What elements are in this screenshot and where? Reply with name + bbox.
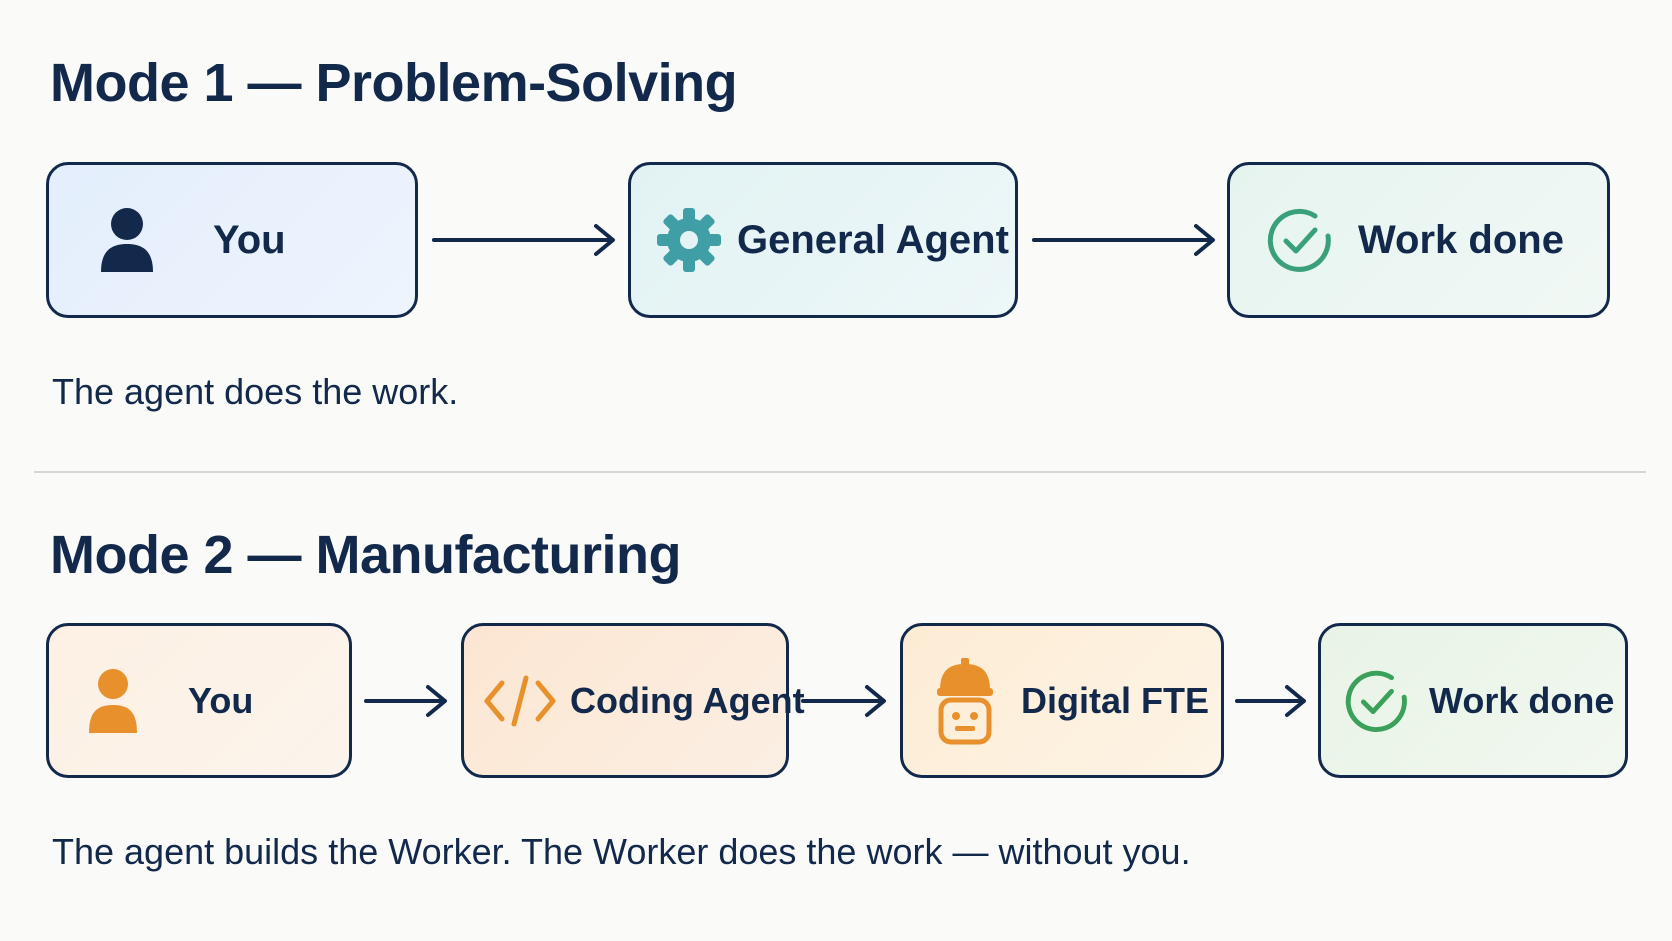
mode1-node-work-done-label: Work done bbox=[1358, 218, 1564, 262]
arrow-right-icon bbox=[364, 685, 447, 717]
mode2-node-digital-fte: Digital FTE bbox=[900, 623, 1224, 778]
mode2-title: Mode 2 — Manufacturing bbox=[50, 525, 682, 585]
mode2-node-coding-agent: Coding Agent bbox=[461, 623, 805, 778]
mode2-node-digital-fte-label: Digital FTE bbox=[1021, 679, 1209, 721]
mode1-title: Mode 1 — Problem-Solving bbox=[50, 53, 738, 113]
arrow-right-icon bbox=[801, 685, 886, 717]
gear-icon bbox=[653, 207, 725, 273]
mode2-node-work-done-label: Work done bbox=[1429, 679, 1615, 721]
mode2-node-coding-agent-label: Coding Agent bbox=[570, 679, 805, 721]
check-circle-icon bbox=[1343, 668, 1409, 734]
arrow-right-icon bbox=[1235, 685, 1306, 717]
mode1-node-you-label: You bbox=[213, 218, 286, 262]
mode1-node-you: You bbox=[46, 162, 418, 318]
mode1-node-general-agent: General Agent bbox=[628, 162, 1018, 318]
person-icon bbox=[83, 667, 143, 735]
mode1-caption: The agent does the work. bbox=[52, 371, 459, 412]
arrow-right-icon bbox=[432, 224, 615, 256]
mode1-node-general-agent-label: General Agent bbox=[737, 218, 1009, 262]
section-divider bbox=[34, 471, 1646, 473]
mode2-node-work-done: Work done bbox=[1318, 623, 1628, 778]
mode2-caption: The agent builds the Worker. The Worker … bbox=[52, 831, 1191, 872]
mode1-node-work-done: Work done bbox=[1227, 162, 1610, 318]
check-circle-icon bbox=[1264, 206, 1334, 274]
code-brackets-icon bbox=[484, 675, 556, 727]
mode2-node-you-label: You bbox=[188, 679, 254, 721]
arrow-right-icon bbox=[1032, 224, 1215, 256]
mode2-node-you: You bbox=[46, 623, 352, 778]
robot-hardhat-icon bbox=[933, 656, 997, 746]
person-icon bbox=[87, 206, 167, 274]
